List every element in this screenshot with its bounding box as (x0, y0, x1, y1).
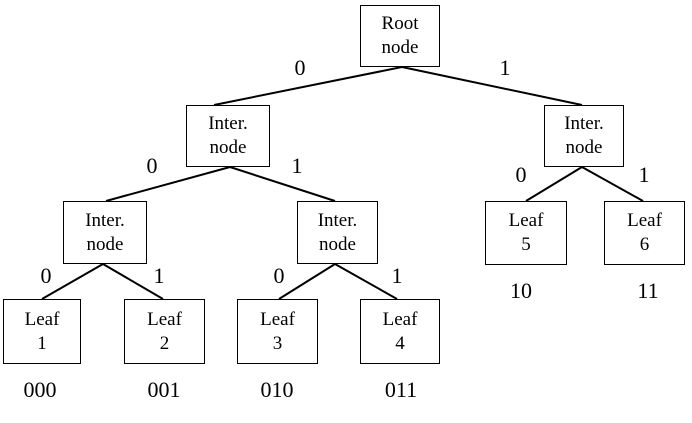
edge-label-inter-lr-right: 1 (391, 263, 403, 288)
edge-label-root-left: 0 (294, 55, 306, 80)
edge-inter-lr-leaf3 (278, 263, 336, 300)
edge-label-inter-ll-right: 1 (153, 263, 165, 288)
edge-inter-ll-leaf1 (41, 263, 104, 300)
inter-node-left-line1: Inter. (208, 113, 248, 134)
edge-inter-l-inter-lr (229, 166, 336, 202)
inter-node-left: Inter. node (186, 105, 270, 167)
edge-label-inter-r-left: 0 (515, 162, 527, 187)
edge-label-inter-l-right: 1 (291, 153, 303, 178)
inter-node-right: Inter. node (544, 105, 624, 167)
leaf-2-code: 001 (147, 377, 181, 402)
inter-node-left-left-line2: node (86, 233, 124, 255)
edge-label-inter-lr-left: 0 (273, 263, 285, 288)
inter-node-left-right-line2: node (319, 233, 356, 255)
edge-inter-r-leaf6 (581, 166, 644, 202)
leaf-1-code: 000 (23, 377, 57, 402)
inter-node-right-line1: Inter. (564, 113, 604, 134)
leaf-3: Leaf 3 (237, 299, 318, 364)
leaf-5-code: 10 (510, 278, 532, 303)
edge-inter-lr-leaf4 (334, 263, 398, 300)
leaf-3-line2: 3 (272, 332, 283, 354)
edge-root-inter-l (213, 66, 403, 106)
leaf-1: Leaf 1 (3, 299, 81, 364)
leaf-4-line2: 4 (395, 332, 405, 354)
inter-node-left-right-line1: Inter. (317, 209, 358, 231)
edge-label-inter-l-left: 0 (146, 153, 158, 178)
root-node-line1: Root (381, 13, 419, 34)
leaf-4: Leaf 4 (360, 299, 440, 364)
leaf-3-code: 010 (260, 377, 294, 402)
inter-node-right-line2: node (565, 137, 603, 158)
leaf-5-line2: 5 (521, 234, 531, 255)
edge-root-inter-r (401, 66, 583, 106)
edge-label-inter-r-right: 1 (638, 162, 650, 187)
inter-node-left-line2: node (209, 137, 247, 158)
edge-label-root-right: 1 (499, 55, 511, 80)
edge-inter-ll-leaf2 (102, 263, 164, 300)
edge-inter-l-inter-ll (105, 166, 231, 202)
leaf-4-line1: Leaf (382, 308, 418, 330)
leaf-2-line2: 2 (159, 332, 170, 354)
leaf-4-code: 011 (384, 377, 418, 402)
edge-label-inter-ll-left: 0 (40, 263, 52, 288)
leaf-6-code: 11 (637, 278, 659, 303)
leaf-5: Leaf 5 (485, 201, 567, 265)
inter-node-left-left-line1: Inter. (85, 209, 125, 231)
leaf-2: Leaf 2 (124, 299, 205, 364)
leaf-3-line1: Leaf (260, 308, 295, 330)
leaf-6-line2: 6 (639, 234, 650, 255)
edge-inter-r-leaf5 (525, 166, 583, 202)
leaf-2-line1: Leaf (147, 308, 182, 330)
leaf-1-line1: Leaf (24, 308, 60, 330)
leaf-1-line2: 1 (37, 332, 47, 354)
leaf-6: Leaf 6 (604, 201, 685, 265)
inter-node-left-right: Inter. node (297, 201, 378, 264)
leaf-5-line1: Leaf (508, 210, 544, 231)
inter-node-left-left: Inter. node (63, 201, 147, 264)
root-node: Root node (360, 5, 440, 67)
root-node-line2: node (381, 37, 419, 58)
leaf-6-line1: Leaf (627, 210, 662, 231)
